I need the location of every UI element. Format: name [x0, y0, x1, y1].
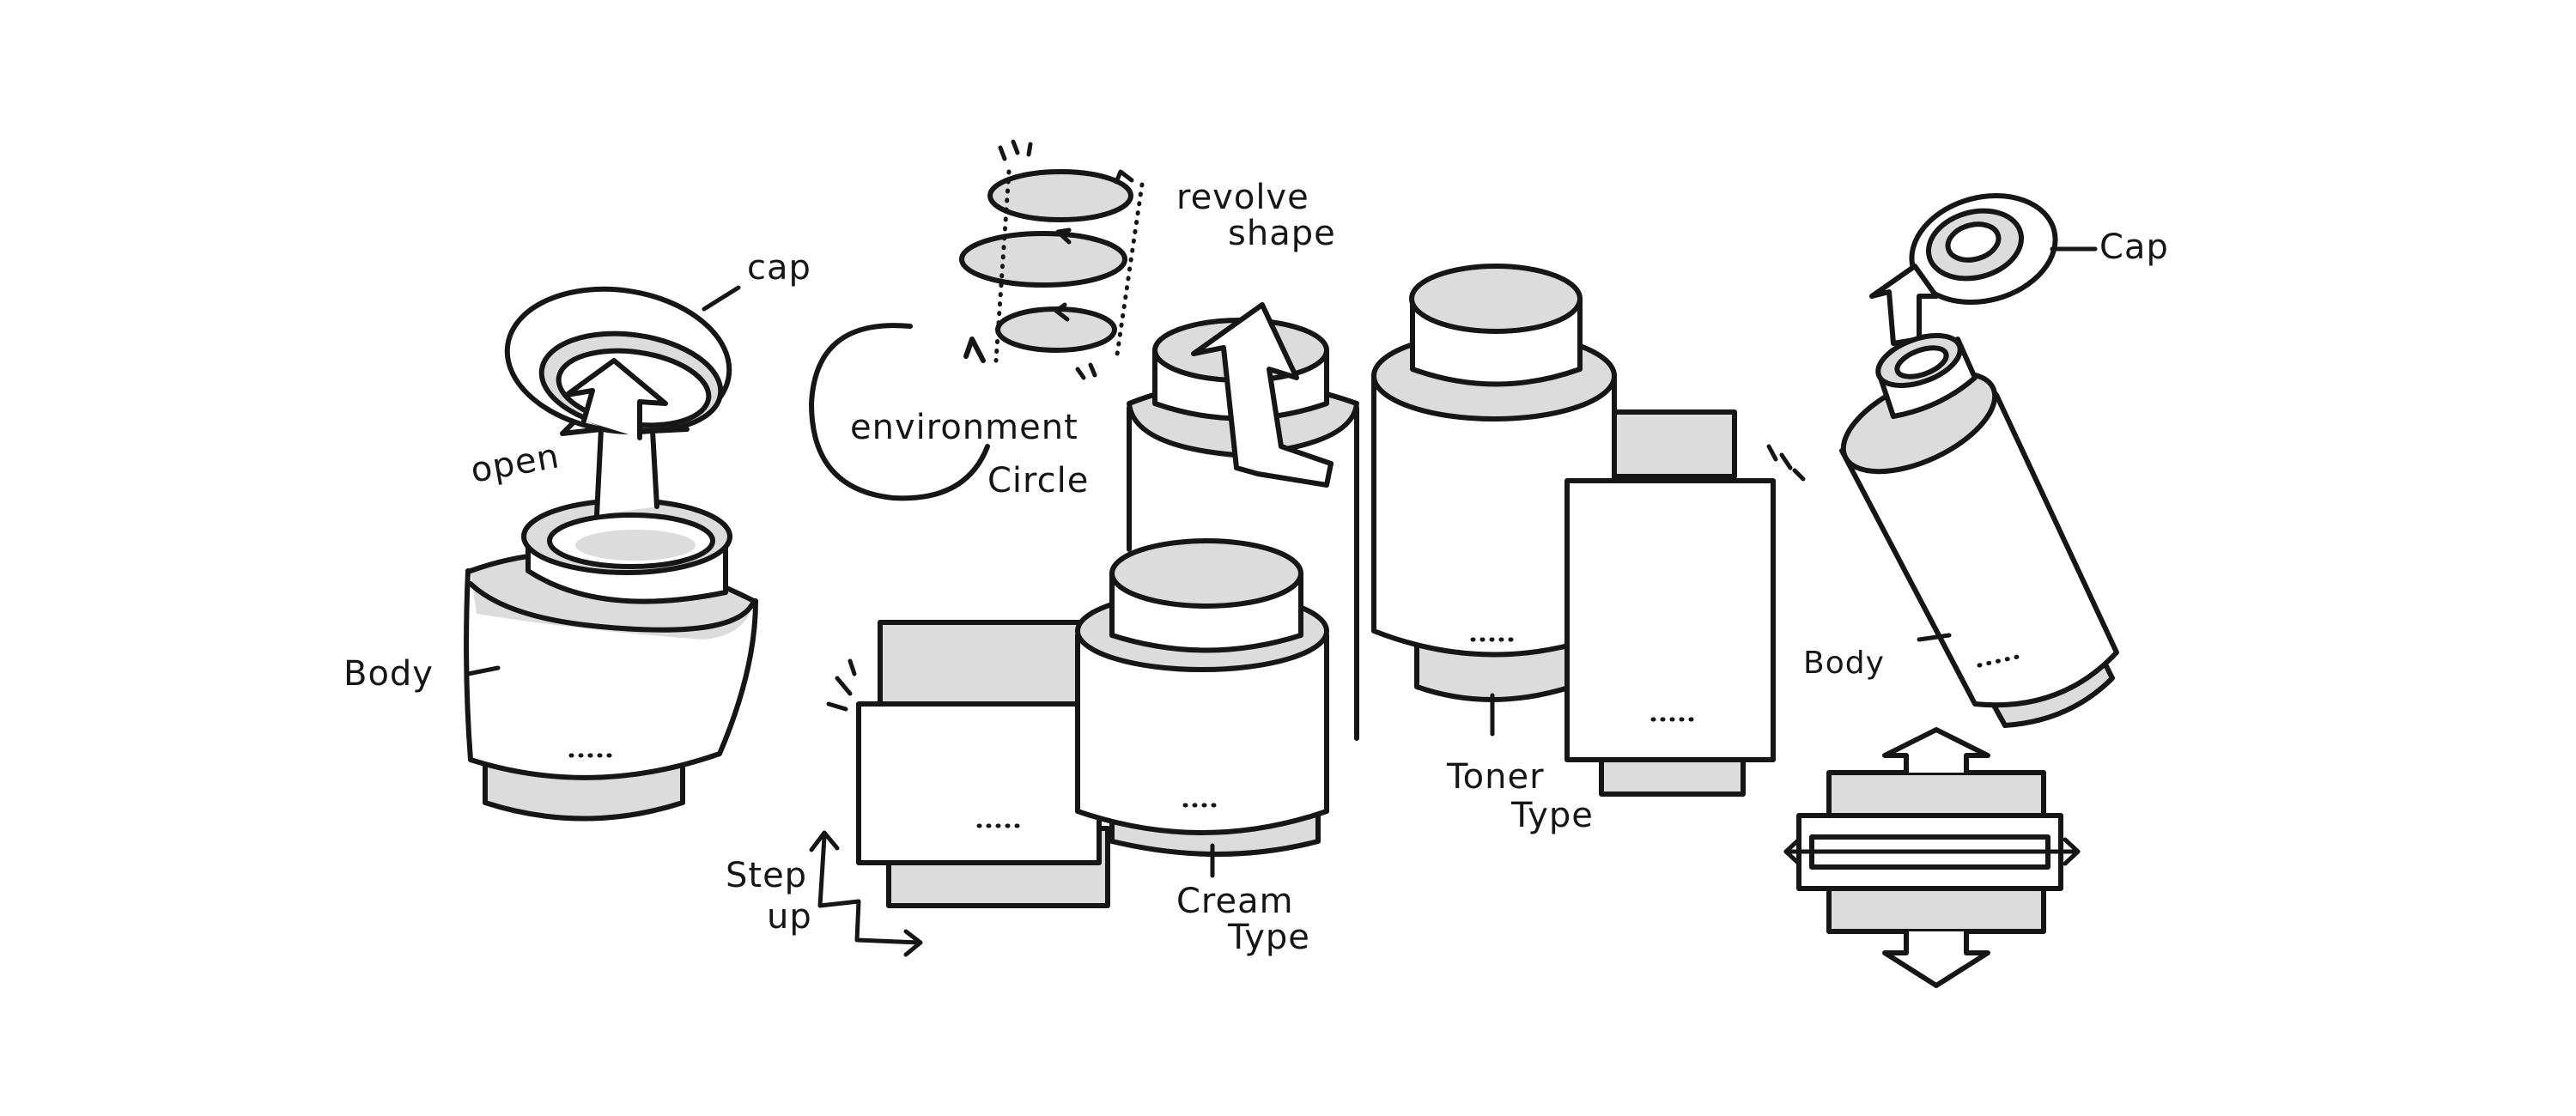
left-jar-sketch	[464, 285, 758, 822]
environment-label-line1: environment	[850, 408, 1078, 447]
cap-label-left: cap	[747, 248, 811, 288]
step-up-label-line1: Step	[726, 856, 808, 895]
body-label-right: Body	[1803, 646, 1885, 681]
revolve-label-line1: revolve	[1176, 178, 1309, 217]
step-up-sheets-sketch	[809, 620, 1110, 957]
toner-type-bottle-sketch	[1371, 264, 1617, 737]
body-label-left: Body	[343, 654, 434, 694]
environment-label-line2: Circle	[987, 461, 1090, 500]
cream-type-jar-sketch	[1075, 538, 1329, 878]
cream-type-label-line1: Cream	[1176, 882, 1294, 921]
toner-type-label-line2: Type	[1511, 796, 1594, 835]
toner-sheets-sketch	[1564, 409, 1806, 797]
cap-label-right: Cap	[2099, 227, 2169, 267]
environment-circle-sketch	[809, 323, 990, 501]
toner-type-label-line1: Toner	[1447, 757, 1545, 797]
revolve-shape-sketch	[959, 139, 1145, 380]
step-up-label-line2: up	[767, 897, 812, 937]
expansion-diagram-sketch	[1783, 727, 2081, 988]
right-bottle-sketch	[1839, 193, 2119, 728]
cream-type-label-line2: Type	[1228, 918, 1310, 957]
revolve-label-line2: shape	[1228, 214, 1336, 253]
